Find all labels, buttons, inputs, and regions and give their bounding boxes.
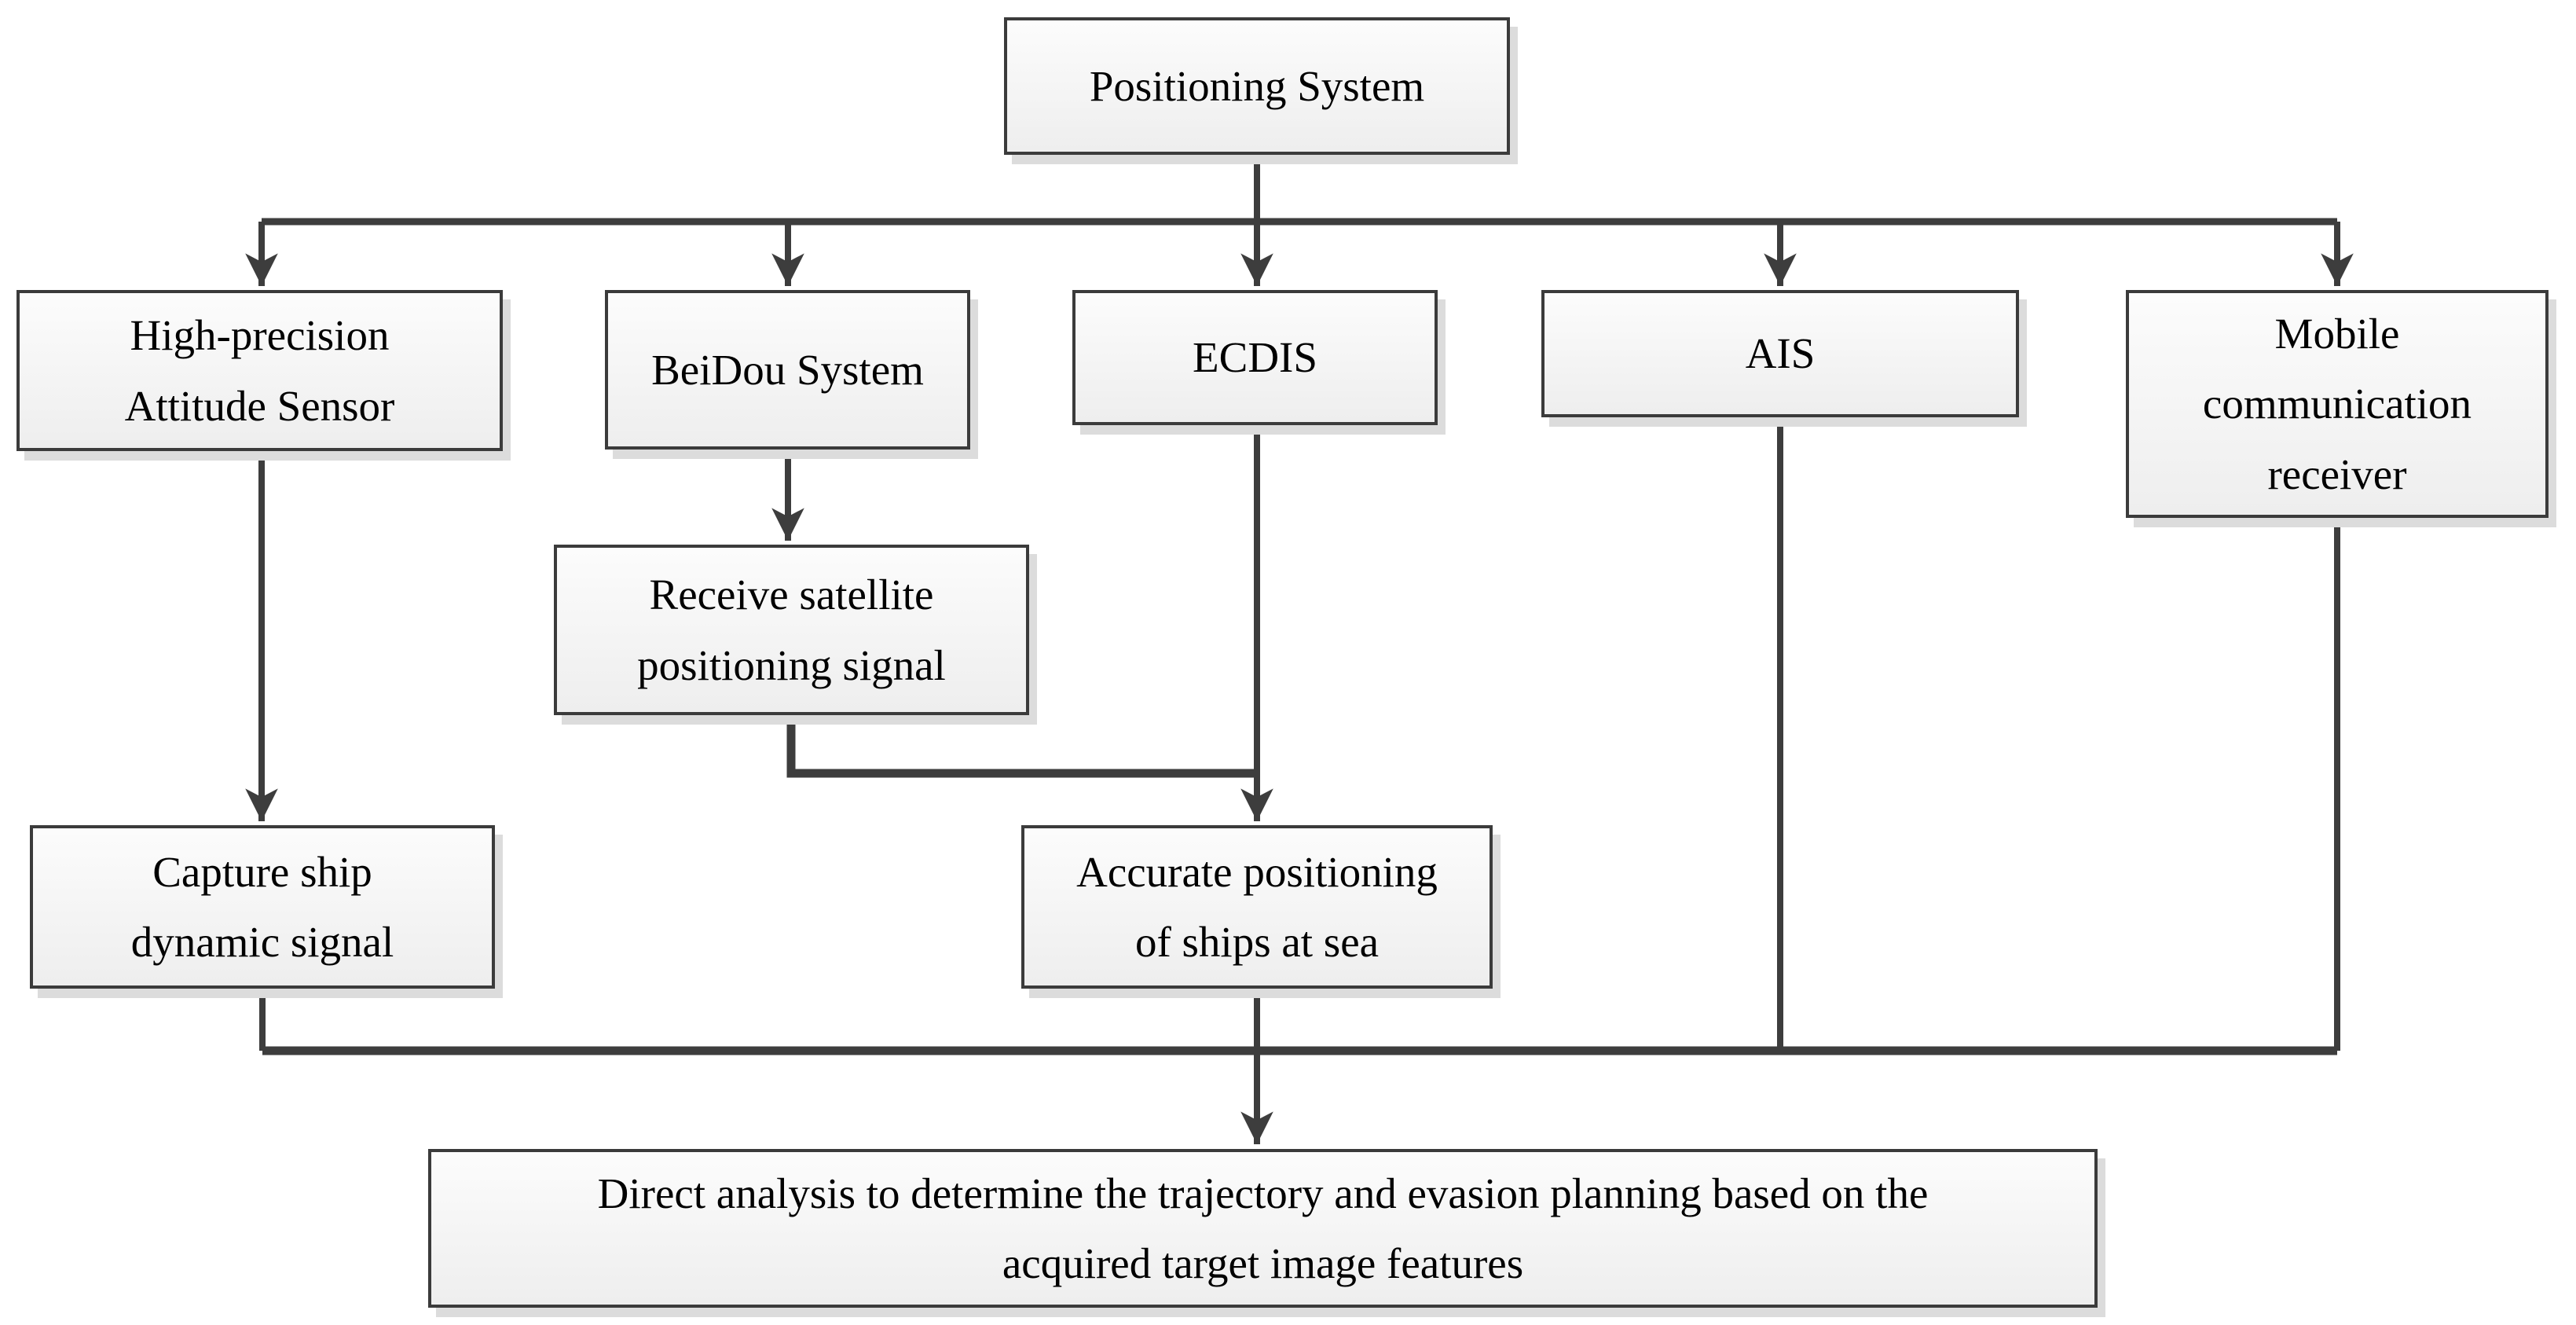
node-direct-analysis: Direct analysis to determine the traject… bbox=[428, 1149, 2098, 1308]
node-label: ECDIS bbox=[1193, 333, 1317, 382]
node-receive-satellite-positioning-signal: Receive satellite positioning signal bbox=[554, 545, 1029, 715]
node-label: Direct analysis to determine the traject… bbox=[597, 1169, 1929, 1217]
node-label: Positioning System bbox=[1089, 61, 1425, 110]
node-label: Attitude Sensor bbox=[124, 381, 395, 430]
node-label: of ships at sea bbox=[1134, 918, 1380, 966]
node-mobile-communication-receiver: Mobile communication receiver bbox=[2126, 290, 2549, 518]
node-positioning-system: Positioning System bbox=[1004, 17, 1510, 155]
node-ecdis: ECDIS bbox=[1072, 290, 1438, 425]
node-ais: AIS bbox=[1541, 290, 2019, 417]
node-label: Receive satellite bbox=[649, 571, 934, 619]
node-label: receiver bbox=[2267, 450, 2407, 498]
connector-receive-signal-to-trunk bbox=[786, 715, 1257, 778]
node-label: AIS bbox=[1745, 329, 1816, 378]
node-label: Mobile bbox=[2274, 310, 2400, 358]
node-label: dynamic signal bbox=[130, 918, 394, 966]
node-label: Accurate positioning bbox=[1076, 847, 1438, 896]
node-beidou-system: BeiDou System bbox=[605, 290, 970, 450]
node-label: acquired target image features bbox=[1002, 1239, 1524, 1287]
node-accurate-positioning-of-ships-at-sea: Accurate positioning of ships at sea bbox=[1021, 825, 1493, 989]
node-label: Capture ship bbox=[152, 847, 372, 896]
node-label: communication bbox=[2202, 380, 2472, 428]
node-label: High-precision bbox=[130, 311, 390, 360]
node-high-precision-attitude-sensor: High-precision Attitude Sensor bbox=[16, 290, 503, 451]
node-label: BeiDou System bbox=[651, 345, 924, 394]
node-capture-ship-dynamic-signal: Capture ship dynamic signal bbox=[30, 825, 495, 989]
node-label: positioning signal bbox=[637, 640, 946, 689]
